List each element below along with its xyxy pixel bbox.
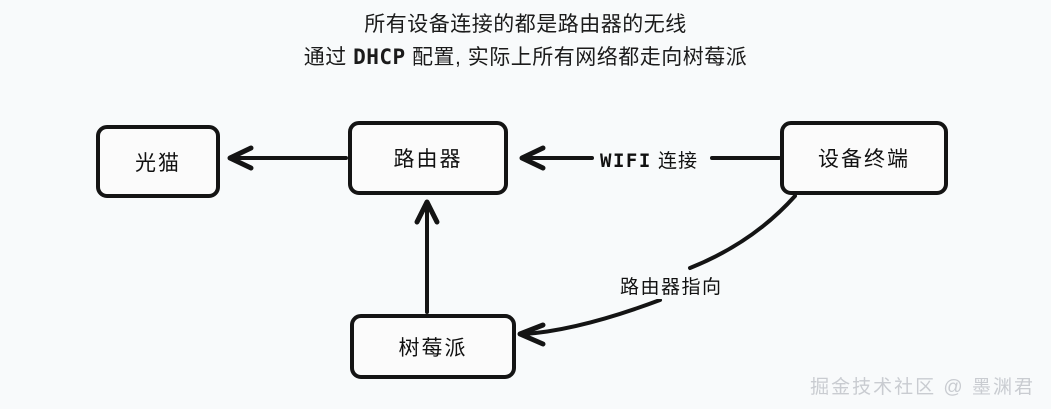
watermark: 掘金技术社区 @ 墨渊君 [810,377,1035,398]
edge-pi-to-router [414,199,440,314]
node-device-terminal[interactable]: 设备终端 [780,121,948,195]
node-device-terminal-label: 设备终端 [818,148,910,171]
node-modem-label: 光猫 [135,151,181,175]
title-line-2: 通过 DHCP 配置, 实际上所有网络都走向树莓派 [0,41,1051,74]
edge-label-wifi-text: 连接 [651,151,699,172]
node-router[interactable]: 路由器 [348,121,508,195]
node-router-label: 路由器 [393,148,463,171]
title-dhcp-keyword: DHCP [353,45,406,69]
edge-router-to-modem [227,145,348,171]
diagram-title: 所有设备连接的都是路由器的无线 通过 DHCP 配置, 实际上所有网络都走向树莓… [0,8,1051,74]
title-line-1: 所有设备连接的都是路由器的无线 [364,13,687,36]
title-line-2-prefix: 通过 [303,46,354,69]
edge-label-wifi-keyword: WIFI [600,150,652,172]
node-raspberry-pi-label: 树莓派 [398,336,468,360]
edge-device-to-pi [517,194,797,347]
edge-label-router-pointing: 路由器指向 [616,272,727,299]
node-raspberry-pi[interactable]: 树莓派 [350,314,516,379]
edge-label-wifi-connection: WIFI 连接 [596,146,703,173]
node-modem[interactable]: 光猫 [96,125,220,198]
title-line-2-suffix: 配置, 实际上所有网络都走向树莓派 [405,46,748,69]
